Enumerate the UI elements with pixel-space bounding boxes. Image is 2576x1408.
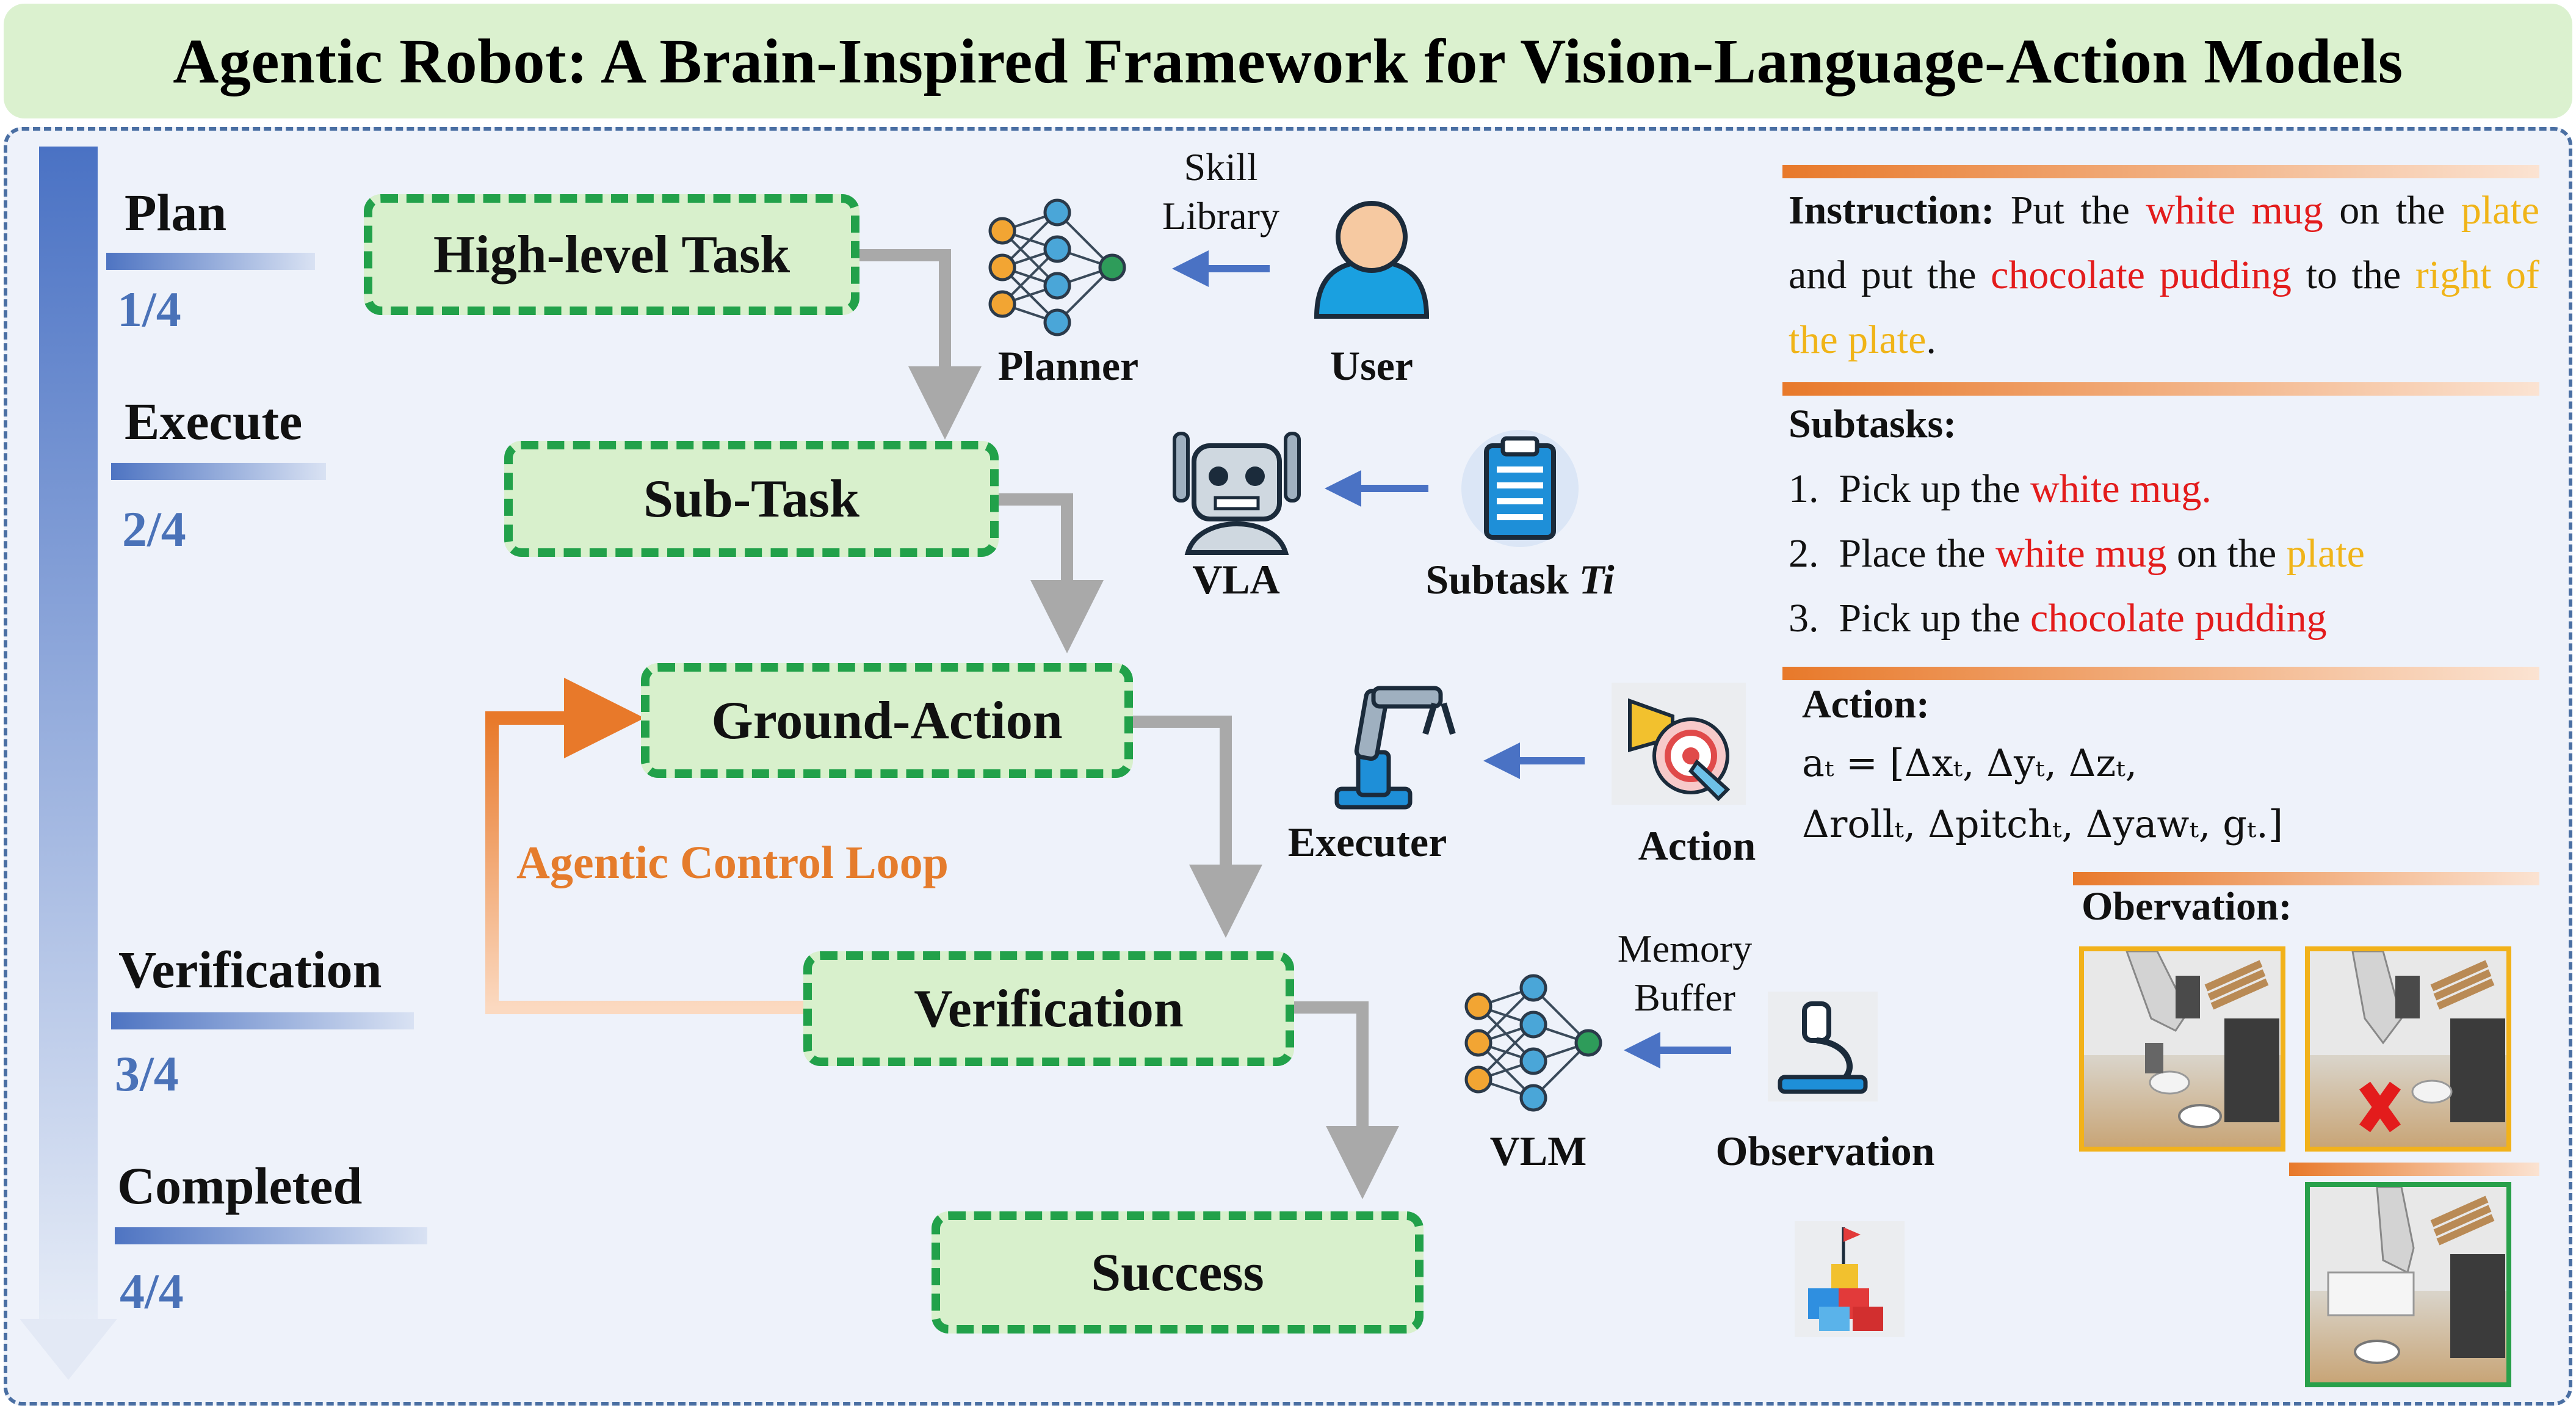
clipboard-icon xyxy=(1461,430,1579,547)
action-block-label: Action: xyxy=(1802,682,1930,727)
observation-block-label: Obervation: xyxy=(2082,884,2292,929)
executer-label: Executer xyxy=(1287,819,1447,865)
subtask-item: 2. Place the white mug on the plate xyxy=(1789,521,2539,586)
subtask-text: Pick up the xyxy=(1839,466,2021,511)
subtasks-header-bar xyxy=(1782,382,2539,396)
memory-buffer-label: Memory Buffer xyxy=(1593,924,1776,1022)
stage-execute-bar xyxy=(111,463,326,480)
skill-library-label: Skill Library xyxy=(1148,143,1294,241)
robot-arm-icon xyxy=(1334,686,1456,810)
subtask-number: 2. xyxy=(1789,531,1819,576)
subtasks-block: Subtasks: 1. Pick up the white mug. 2. P… xyxy=(1789,392,2539,651)
observation-image-success xyxy=(2305,1182,2511,1387)
stage-completed-bar xyxy=(115,1227,427,1244)
instruction-part: to the xyxy=(2306,253,2401,297)
action-block: Action: aₜ = [Δxₜ, Δyₜ, Δzₜ, Δrollₜ, Δpi… xyxy=(1802,677,2534,855)
observation-image xyxy=(2305,946,2511,1152)
progress-arrow xyxy=(20,147,117,1380)
instruction-highlight: white mug xyxy=(2146,188,2323,233)
subtask-number: 3. xyxy=(1789,596,1819,640)
subtask-highlight: white mug. xyxy=(2030,466,2212,511)
title-banner: Agentic Robot: A Brain-Inspired Framewor… xyxy=(4,4,2572,118)
stage-plan-bar xyxy=(106,253,315,270)
instruction-part: and put the xyxy=(1789,253,1977,297)
instruction-highlight: chocolate pudding xyxy=(1991,253,2292,297)
action-pointer-icon xyxy=(1612,683,1746,805)
observation-label: Observation xyxy=(1715,1128,1935,1174)
sub-task-box: Sub-Task xyxy=(504,441,999,557)
observation-image xyxy=(2079,946,2285,1152)
stage-execute-count: 2/4 xyxy=(122,501,186,557)
microscope-icon xyxy=(1768,992,1878,1101)
subtask-label: Subtask Ti xyxy=(1410,556,1630,604)
verification-box: Verification xyxy=(803,951,1294,1066)
neural-network-icon xyxy=(1464,974,1602,1112)
skill-library-line2: Library xyxy=(1162,194,1279,238)
subtask-highlight: white mug xyxy=(1995,531,2167,576)
vlm-label: VLM xyxy=(1489,1128,1587,1174)
arrow-ground-to-verify xyxy=(1133,716,1262,938)
blocks-flag-icon xyxy=(1795,1221,1905,1337)
failure-x-icon xyxy=(2359,1081,2401,1133)
arrow-sub-to-ground xyxy=(999,493,1104,653)
action-formula-line2: Δrollₜ, Δpitchₜ, Δyawₜ, gₜ.] xyxy=(1802,802,2284,846)
stage-verification-count: 3/4 xyxy=(115,1046,179,1101)
agentic-control-loop-label: Agentic Control Loop xyxy=(516,837,949,888)
observation-header-bar xyxy=(2073,872,2539,885)
stage-completed: Completed xyxy=(117,1156,363,1215)
instruction-highlight: plate xyxy=(2461,188,2540,233)
subtask-item: 1. Pick up the white mug. xyxy=(1789,457,2539,521)
subtasks-label: Subtasks: xyxy=(1789,402,1957,446)
robot-icon xyxy=(1173,432,1301,555)
stage-plan-count: 1/4 xyxy=(117,281,181,337)
success-box: Success xyxy=(932,1211,1424,1334)
instruction-part: . xyxy=(1926,318,1936,362)
subtask-highlight: plate xyxy=(2286,531,2365,576)
instruction-label: Instruction: xyxy=(1789,188,1995,233)
vla-label: VLA xyxy=(1192,556,1280,603)
subtask-number: 1. xyxy=(1789,466,1819,511)
subtask-variable: Ti xyxy=(1579,556,1615,603)
memory-buffer-line2: Buffer xyxy=(1634,976,1735,1019)
robot-scene-illustration xyxy=(2310,1187,2506,1364)
arrow-high-to-sub xyxy=(859,249,982,440)
agentic-loop-arrow xyxy=(485,678,803,1014)
action-header-bar xyxy=(1782,667,2539,680)
action-label: Action xyxy=(1638,822,1756,869)
planner-label: Planner xyxy=(997,343,1139,389)
memory-buffer-line1: Memory xyxy=(1617,927,1753,970)
skill-library-line1: Skill xyxy=(1184,145,1258,189)
stage-verification-bar xyxy=(111,1012,414,1029)
user-label: User xyxy=(1330,343,1413,389)
robot-scene-illustration xyxy=(2084,951,2281,1128)
neural-network-icon xyxy=(988,198,1126,336)
page-title: Agentic Robot: A Brain-Inspired Framewor… xyxy=(173,26,2403,96)
arrow-verify-to-success xyxy=(1294,1001,1399,1199)
robot-scene-illustration xyxy=(2310,951,2506,1133)
stage-execute: Execute xyxy=(125,392,303,451)
instruction-highlight: right of the plate xyxy=(1789,253,2540,362)
subtask-highlight: chocolate pudding xyxy=(2030,596,2327,640)
subtask-item: 3. Pick up the chocolate pudding xyxy=(1789,586,2539,651)
user-icon xyxy=(1314,201,1430,319)
ground-action-box: Ground-Action xyxy=(641,663,1133,778)
observation-success-header-bar xyxy=(2289,1163,2539,1176)
main-panel xyxy=(4,127,2572,1406)
instruction-part: Put the xyxy=(2010,188,2130,233)
instruction-text: Instruction: Put the white mug on the pl… xyxy=(1789,178,2539,372)
subtask-label-text: Subtask xyxy=(1425,556,1569,603)
subtask-text: on the xyxy=(2177,531,2277,576)
action-formula-line1: aₜ = [Δxₜ, Δyₜ, Δzₜ, xyxy=(1802,741,2138,785)
stage-plan: Plan xyxy=(125,183,227,242)
high-level-task-box: High-level Task xyxy=(364,194,859,315)
stage-completed-count: 4/4 xyxy=(120,1263,184,1319)
stage-verification: Verification xyxy=(118,940,382,999)
instruction-part: on the xyxy=(2339,188,2445,233)
subtask-text: Pick up the xyxy=(1839,596,2021,640)
subtask-text: Place the xyxy=(1839,531,1986,576)
instruction-header-bar xyxy=(1782,165,2539,178)
